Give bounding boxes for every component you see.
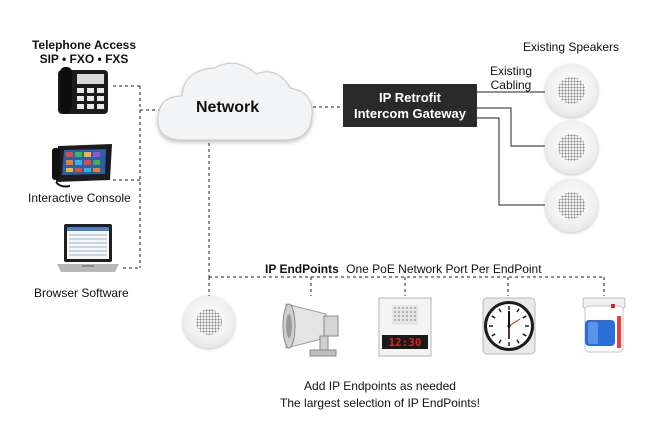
speaker-icon <box>183 296 235 348</box>
network-label: Network <box>196 99 260 116</box>
endpoints-subtitle: One PoE Network Port Per EndPoint <box>346 262 542 276</box>
speaker-grille <box>558 134 585 161</box>
ip-retrofit-gateway: IP Retrofit Intercom Gateway <box>343 84 477 127</box>
browser-software-label: Browser Software <box>34 286 129 300</box>
gateway-line1: IP Retrofit <box>379 89 441 105</box>
horn-speaker-icon <box>282 303 339 357</box>
existing-speakers-label: Existing Speakers <box>523 40 620 54</box>
laptop-icon <box>57 224 119 272</box>
footer-line1: Add IP Endpoints as needed <box>304 379 456 393</box>
speaker-icon <box>545 64 598 117</box>
endpoints-title-bold: IP EndPoints <box>265 262 339 276</box>
telephone-access-label: Telephone Access <box>31 38 137 52</box>
existing-cabling-line2: Cabling <box>490 78 532 92</box>
console-icon <box>52 144 112 188</box>
cloud-icon <box>157 62 313 141</box>
speaker-icon <box>545 121 598 174</box>
desk-phone-icon <box>58 67 108 114</box>
gateway-line2: Intercom Gateway <box>354 105 466 121</box>
wall-clock-icon <box>482 297 536 355</box>
speaker-grille <box>196 309 222 335</box>
footer-line2: The largest selection of IP EndPoints! <box>280 396 480 410</box>
speaker-grille <box>558 192 585 219</box>
interactive-console-label: Interactive Console <box>28 191 131 205</box>
intercom-display-icon: 12:30 <box>378 297 432 357</box>
speaker-grille <box>558 77 585 104</box>
speaker-icon <box>545 179 598 232</box>
telephone-protocols-label: SIP • FXO • FXS <box>39 52 129 66</box>
endpoints-title: IP EndPoints One PoE Network Port Per En… <box>265 262 542 276</box>
strobe-light-icon <box>582 297 626 353</box>
existing-cabling-line1: Existing <box>489 64 533 78</box>
display-digits: 12:30 <box>388 336 421 349</box>
